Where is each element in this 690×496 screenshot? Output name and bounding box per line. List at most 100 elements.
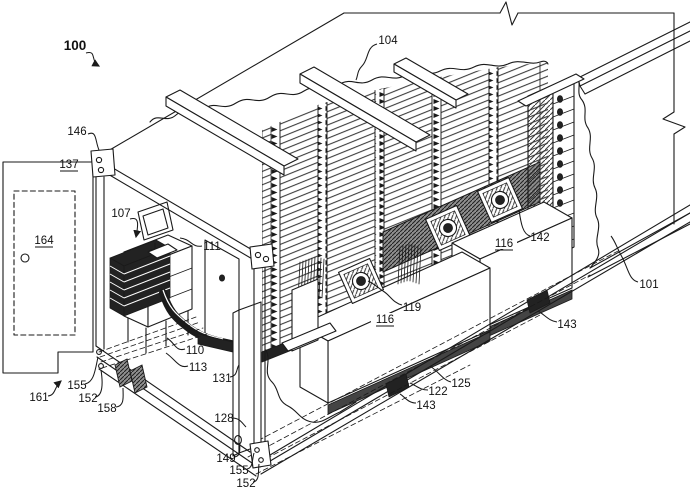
ceiling-beam-face (393, 63, 457, 109)
ceiling-beam-face (165, 96, 285, 176)
leader-143a (399, 393, 417, 404)
ref-label-110: 110 (186, 345, 204, 357)
ref-label-143b: 143 (557, 319, 576, 331)
ceiling-beam-face (299, 73, 417, 152)
end-top-rail (95, 157, 255, 261)
break-symbol-right (662, 111, 686, 135)
ref-label-158: 158 (97, 403, 116, 415)
corner-casting-top-right (249, 243, 275, 270)
rail-mount-block (526, 289, 551, 314)
leader-107 (129, 217, 142, 239)
leader-100 (85, 51, 101, 67)
ref-label-149: 149 (216, 453, 235, 465)
leader-125 (429, 365, 452, 383)
ref-label-100: 100 (64, 38, 87, 53)
cable-pillar (281, 243, 422, 352)
ref-label-142: 142 (530, 232, 549, 244)
rail-port (96, 349, 102, 355)
end-door-panel (2, 161, 94, 374)
cable-cluster (397, 243, 422, 285)
ref-label-107: 107 (111, 208, 130, 220)
right-corner-post (253, 266, 266, 453)
reference-numerals: 100 146 137 164 107 111 110 113 161 155 … (29, 35, 658, 490)
corner-casting-bottom (249, 440, 272, 469)
ref-label-104: 104 (378, 35, 398, 47)
ref-label-116b: 116 (495, 238, 513, 250)
near-roof-beam (577, 21, 690, 95)
leader-142 (518, 209, 531, 237)
monitor-screen (142, 208, 169, 236)
casting-hole (262, 255, 270, 263)
utility-connector-block (129, 364, 148, 394)
left-corner-post (95, 176, 105, 350)
ref-label-128: 128 (214, 413, 233, 425)
ref-label-111: 111 (203, 241, 220, 253)
side-rail-lines (259, 204, 690, 475)
electrical-panel-outline (13, 190, 76, 336)
rail-mount-block (385, 373, 410, 398)
ref-label-152a: 152 (78, 393, 97, 405)
leader-152a (94, 369, 103, 398)
leader-101 (610, 235, 639, 283)
fan-unit (477, 177, 523, 223)
leader-119 (367, 280, 403, 306)
leader-122 (409, 382, 429, 391)
label-halo (371, 313, 398, 325)
partition-front (238, 301, 262, 454)
ref-label-119: 119 (403, 302, 421, 314)
leader-155b (246, 452, 255, 470)
ref-label-146: 146 (67, 126, 86, 138)
fan-column-cap (517, 73, 585, 107)
rack-connector-column (270, 62, 281, 352)
end-door-assembly (2, 161, 94, 374)
leader-104 (355, 43, 378, 81)
overhead-beams (165, 57, 469, 176)
ref-label-131: 131 (212, 373, 231, 385)
rail-oval-port (234, 435, 242, 445)
leader-152b (252, 463, 260, 483)
casting-hole (97, 166, 105, 174)
break-symbol-top (499, 1, 519, 26)
ref-label-116a: 116 (376, 314, 394, 326)
torn-edge-floor (265, 349, 357, 423)
ref-label-125: 125 (451, 378, 470, 390)
leader-149 (233, 443, 241, 458)
workstation (109, 201, 252, 357)
side-wall-bottom-edge (587, 212, 690, 278)
hidden-conduit-lines (243, 249, 621, 475)
leader-113 (165, 352, 189, 368)
ref-label-101: 101 (639, 279, 658, 291)
torn-edge-right (575, 75, 600, 269)
rack-connector-column (317, 62, 328, 352)
casting-hole (254, 447, 260, 453)
cable-bundle-highlight (162, 289, 224, 340)
pillar-base (281, 322, 337, 352)
label-halo (490, 237, 517, 249)
leader-146 (87, 132, 100, 151)
ref-label-113: 113 (189, 362, 207, 374)
monitor (137, 201, 174, 241)
rail-port (98, 363, 104, 369)
bottom-side-rail (243, 204, 690, 475)
leader-110 (166, 337, 186, 351)
ref-label-143a: 143 (416, 400, 435, 412)
leader-131 (229, 364, 240, 378)
leader-143b (537, 310, 558, 323)
leader-158 (115, 387, 124, 408)
interior-door-knob (218, 274, 225, 282)
ref-label-164: 164 (34, 235, 54, 247)
door-handle (20, 253, 30, 263)
casting-hole (95, 156, 103, 164)
ref-label-155b: 155 (229, 465, 248, 477)
fan-unit (338, 258, 384, 304)
leader-lines (47, 43, 639, 483)
casting-hole (254, 251, 262, 259)
underfloor-conduits (98, 316, 208, 369)
roof-far-edge (95, 12, 345, 159)
leader-111 (179, 237, 203, 247)
leader-161 (47, 380, 62, 397)
ref-label-137: 137 (59, 159, 78, 171)
end-frame (90, 148, 275, 477)
ref-label-152b: 152 (236, 478, 255, 490)
